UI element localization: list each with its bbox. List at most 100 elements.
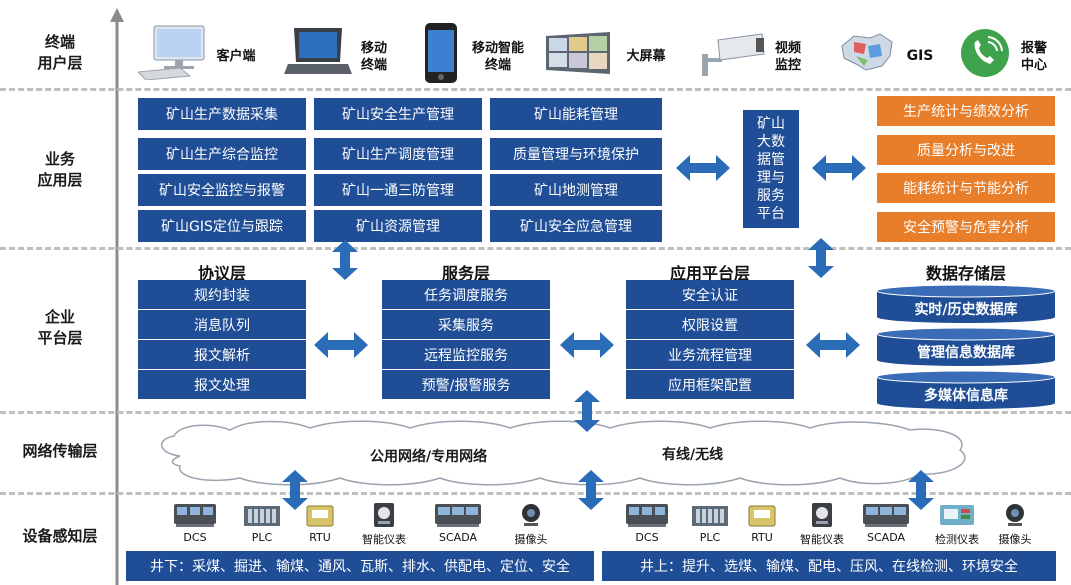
biz-box: 矿山地测管理 — [490, 174, 662, 206]
device-plc: PLC — [240, 502, 284, 544]
device-label: PLC — [699, 531, 721, 544]
detector-icon — [940, 505, 974, 525]
separator-network — [0, 492, 1071, 495]
database-label: 多媒体信息库 — [924, 388, 1008, 404]
network-wired-label: 有线/无线 — [662, 447, 724, 463]
app-platform-item: 安全认证 — [626, 280, 794, 310]
double-arrow-vertical — [574, 390, 600, 432]
scada-console-icon — [863, 504, 909, 527]
service-item: 远程监控服务 — [382, 340, 550, 370]
protocol-item: 规约封装 — [138, 280, 306, 310]
device-smart-meter: 智能仪表 — [794, 502, 850, 547]
smartphone-icon — [425, 23, 457, 83]
map-icon — [841, 33, 893, 71]
smart-meter-icon — [374, 503, 394, 527]
double-arrow-horizontal — [314, 332, 368, 358]
double-arrow-vertical — [908, 470, 934, 510]
laptop-icon — [284, 28, 352, 74]
double-arrow-horizontal — [806, 332, 860, 358]
device-label: DCS — [183, 531, 207, 544]
network-cloud — [161, 420, 966, 486]
biz-box: 矿山能耗管理 — [490, 98, 662, 130]
plc-icon — [692, 506, 728, 526]
dcs-console-icon — [174, 504, 216, 527]
device-scada: SCADA — [428, 502, 488, 544]
terminal-label-client: 客户端 — [216, 49, 256, 64]
app-platform-layer-title: 应用平台层 — [669, 264, 750, 283]
app-platform-item: 应用框架配置 — [626, 370, 794, 400]
smart-meter-icon — [812, 503, 832, 527]
terminal-label-gis: GIS — [906, 48, 934, 64]
biz-box: 矿山一通三防管理 — [314, 174, 482, 206]
device-label: 摄像头 — [998, 533, 1032, 546]
device-label: 检测仪表 — [935, 533, 979, 546]
terminal-label-mobile: 移动终端 — [360, 41, 387, 73]
layer-label-network: 网络传输层 — [22, 442, 98, 460]
big-data-platform-box: 矿山 大数 据管 理与 服务 平台 — [743, 110, 799, 228]
protocol-item: 报文解析 — [138, 340, 306, 370]
app-platform-item: 权限设置 — [626, 310, 794, 340]
webcam-icon — [522, 504, 540, 526]
service-item: 任务调度服务 — [382, 280, 550, 310]
data-storage-layer-title: 数据存储层 — [925, 264, 1006, 283]
double-arrow-horizontal — [812, 155, 866, 181]
dcs-console-icon — [626, 504, 668, 527]
terminal-label-alarm: 报警中心 — [1020, 41, 1047, 73]
database-label: 实时/历史数据库 — [914, 302, 1018, 318]
protocol-item: 消息队列 — [138, 310, 306, 340]
device-label: RTU — [751, 531, 773, 544]
biz-box: 质量管理与环境保护 — [490, 138, 662, 170]
protocol-layer-title: 协议层 — [197, 264, 246, 283]
device-label: SCADA — [867, 531, 905, 544]
device-label: SCADA — [439, 531, 477, 544]
double-arrow-horizontal — [560, 332, 614, 358]
service-item: 采集服务 — [382, 310, 550, 340]
phone-icon — [961, 29, 1009, 77]
network-public-label: 公用网络/专用网络 — [370, 449, 488, 465]
rtu-icon — [306, 505, 334, 527]
device-label: DCS — [635, 531, 659, 544]
scada-console-icon — [435, 504, 481, 527]
separator-platform — [0, 411, 1071, 414]
device-smart-meter: 智能仪表 — [356, 502, 412, 547]
app-platform-item: 业务流程管理 — [626, 340, 794, 370]
service-layer-title: 服务层 — [441, 264, 490, 283]
video-wall-icon — [546, 32, 610, 74]
service-item: 预警/报警服务 — [382, 370, 550, 400]
protocol-layer-stack: 规约封装 消息队列 报文解析 报文处理 — [138, 280, 306, 400]
double-arrow-vertical — [282, 470, 308, 510]
layer-label-business: 业务应用层 — [37, 150, 83, 189]
biz-box: 矿山资源管理 — [314, 210, 482, 242]
analysis-box: 能耗统计与节能分析 — [877, 173, 1055, 203]
device-dcs: DCS — [620, 502, 674, 544]
device-detector: 检测仪表 — [928, 502, 986, 547]
layer-label-device: 设备感知层 — [22, 527, 98, 545]
desktop-computer-icon — [138, 25, 205, 80]
device-camera: 摄像头 — [992, 502, 1038, 547]
biz-box: 矿山安全生产管理 — [314, 98, 482, 130]
database-label: 管理信息数据库 — [917, 345, 1015, 361]
device-dcs: DCS — [168, 502, 222, 544]
surface-bar: 井上：提升、选煤、输煤、配电、压风、在线检测、环境安全 — [602, 551, 1056, 581]
analysis-box: 生产统计与绩效分析 — [877, 96, 1055, 126]
terminal-label-cctv: 视频监控 — [774, 41, 801, 73]
double-arrow-vertical — [578, 470, 604, 510]
separator-terminal — [0, 88, 1071, 91]
database-multimedia: 多媒体信息库 — [876, 370, 1056, 410]
terminal-label-smart: 移动智能终端 — [471, 41, 524, 73]
double-arrow-horizontal — [676, 155, 730, 181]
underground-bar: 井下：采煤、掘进、输煤、通风、瓦斯、排水、供配电、定位、安全 — [126, 551, 594, 581]
device-label: 摄像头 — [514, 533, 548, 546]
device-label: 智能仪表 — [362, 533, 406, 546]
device-scada: SCADA — [856, 502, 916, 544]
device-camera: 摄像头 — [508, 502, 554, 547]
analysis-box: 质量分析与改进 — [877, 135, 1055, 165]
device-rtu: RTU — [742, 502, 782, 544]
service-layer-stack: 任务调度服务 采集服务 远程监控服务 预警/报警服务 — [382, 280, 550, 400]
device-label: 智能仪表 — [800, 533, 844, 546]
layer-label-terminal: 终端用户层 — [37, 33, 83, 72]
separator-business — [0, 247, 1071, 250]
biz-box: 矿山安全应急管理 — [490, 210, 662, 242]
device-label: PLC — [251, 531, 273, 544]
database-realtime: 实时/历史数据库 — [876, 284, 1056, 324]
